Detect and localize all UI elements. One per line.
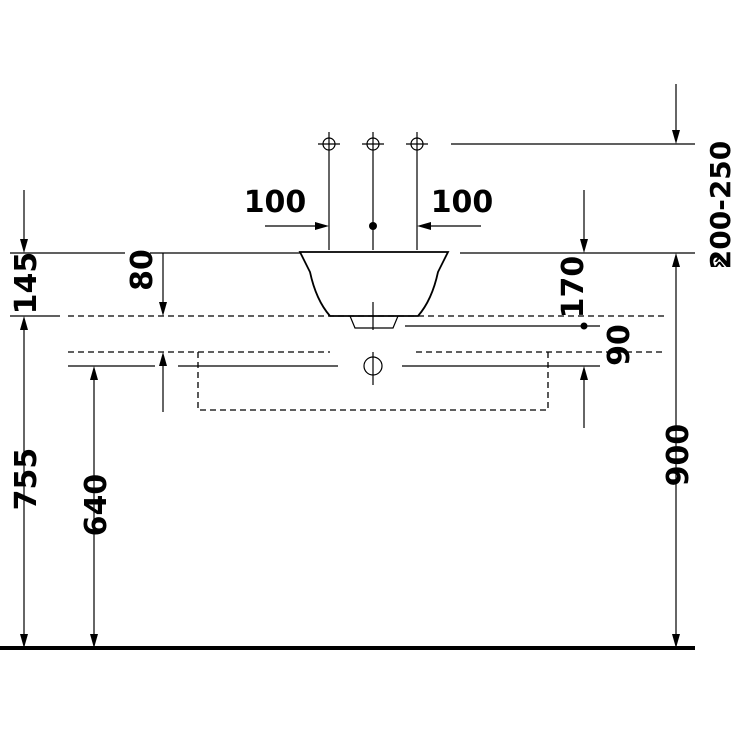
label-basin-height: 145 [9,252,44,315]
label-trap-height: 90 [602,324,637,366]
label-basin-drop: 80 [125,249,160,291]
waste-outlet [363,352,383,385]
cabinet-outline [197,352,549,411]
label-valve-height: 200-250 [704,141,735,270]
faucet-hole-left [318,132,340,250]
label-spacing-right: 100 [431,185,494,220]
faucet-hole-center [362,132,384,250]
label-counter-height: 755 [9,448,44,511]
basin-bowl [298,251,450,317]
label-trap-offset: 170 [556,256,591,319]
label-total-height: 900 [661,424,696,487]
faucet-hole-right [406,132,428,250]
label-valve-prefix: » [707,255,732,269]
label-cabinet-height: 640 [79,474,114,537]
label-spacing-left: 100 [244,185,307,220]
